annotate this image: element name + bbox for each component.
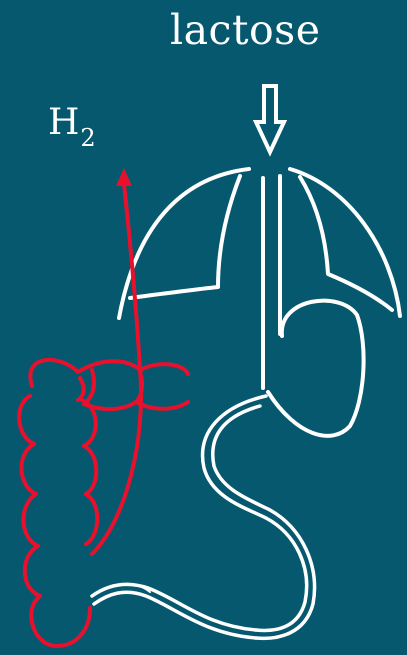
left-lung [119, 169, 249, 318]
right-lung [290, 169, 400, 316]
red-up-arrow-icon [116, 168, 132, 186]
hydrogen-path [92, 184, 141, 554]
hollow-down-arrow-icon [256, 86, 284, 152]
esophagus [263, 176, 280, 388]
small-intestine [92, 396, 315, 638]
stomach [268, 301, 364, 436]
